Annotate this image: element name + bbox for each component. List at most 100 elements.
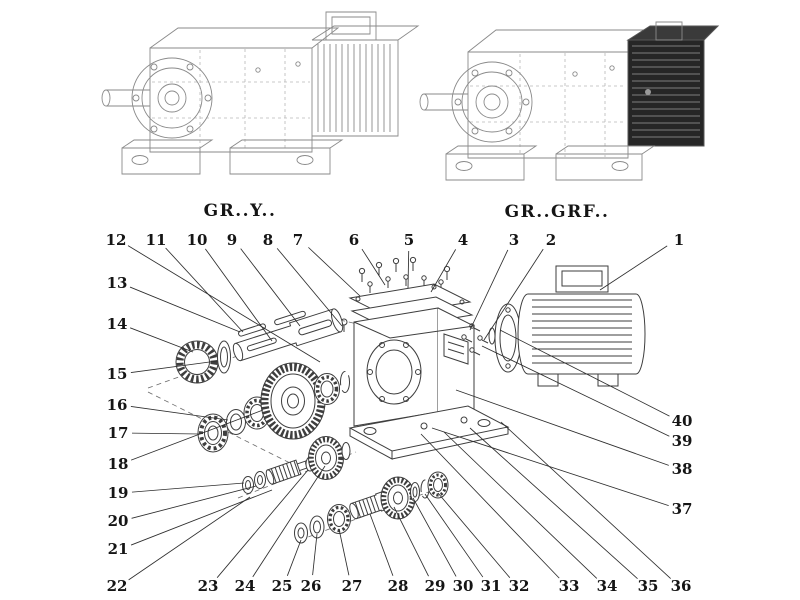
callout-number-17: 17 [108, 424, 129, 442]
callout-number-14: 14 [107, 315, 128, 333]
leader-line-12 [127, 245, 321, 363]
mounting-feet [445, 145, 656, 181]
leader-line-20 [131, 485, 257, 519]
leader-line-24 [252, 465, 326, 578]
callout-number-25: 25 [272, 577, 293, 595]
lower-shaft-assembly [294, 471, 449, 544]
leader-line-2 [483, 248, 544, 341]
shaft-keys [238, 310, 306, 337]
callout-number-6: 6 [349, 231, 359, 249]
callout-number-32: 32 [509, 577, 530, 595]
callout-number-29: 29 [425, 577, 446, 595]
washer [254, 471, 266, 489]
leader-line-17 [131, 432, 201, 435]
callout-number-16: 16 [107, 396, 128, 414]
callout-number-26: 26 [301, 577, 322, 595]
leader-line-38 [455, 389, 669, 466]
leader-line-18 [130, 409, 264, 461]
toothed-lock-ring [175, 340, 219, 384]
callout-number-38: 38 [672, 460, 693, 478]
leader-line-19 [131, 482, 245, 493]
leader-line-6 [361, 248, 386, 286]
callout-number-4: 4 [458, 231, 468, 249]
motor-assembly [461, 265, 646, 387]
callout-number-18: 18 [108, 455, 129, 473]
gear-housing [348, 307, 510, 460]
leader-line-26 [312, 533, 318, 576]
callout-number-23: 23 [198, 577, 219, 595]
callout-number-3: 3 [509, 231, 519, 249]
housing-front-face [353, 307, 439, 427]
retaining-ring [341, 442, 351, 460]
callout-number-7: 7 [293, 231, 303, 249]
snap-ring [340, 371, 350, 393]
callout-number-24: 24 [235, 577, 256, 595]
leader-line-11 [165, 247, 244, 333]
output-shaft [419, 93, 468, 111]
leader-line-23 [216, 469, 309, 578]
leader-line-28 [369, 513, 394, 576]
output-hub [131, 57, 213, 139]
terminal-box [325, 11, 377, 41]
callout-number-10: 10 [187, 231, 208, 249]
variant-label-gr-grf: GR..GRF.. [505, 202, 610, 222]
washer [294, 522, 308, 544]
leader-line-27 [338, 528, 350, 576]
callout-number-5: 5 [404, 231, 414, 249]
variant-label-gr-y: GR..Y.. [204, 201, 277, 221]
callout-number-12: 12 [106, 231, 127, 249]
callout-number-8: 8 [263, 231, 273, 249]
output-shaft [101, 89, 150, 107]
leader-line-13 [129, 286, 241, 333]
callout-number-21: 21 [108, 540, 129, 558]
callout-number-31: 31 [481, 577, 502, 595]
callout-number-28: 28 [388, 577, 409, 595]
motor-finned-block [626, 21, 720, 147]
callout-number-33: 33 [559, 577, 580, 595]
mounting-feet [121, 139, 344, 175]
callout-number-13: 13 [107, 274, 128, 292]
washer [309, 515, 325, 539]
callout-number-37: 37 [672, 500, 693, 518]
leader-line-21 [130, 489, 273, 546]
callout-number-40: 40 [672, 412, 693, 430]
callout-number-27: 27 [342, 577, 363, 595]
callout-number-22: 22 [107, 577, 128, 595]
callout-number-1: 1 [674, 231, 684, 249]
bearing [427, 471, 449, 499]
leader-line-1 [599, 245, 668, 291]
leader-line-3 [469, 249, 509, 331]
leader-line-31 [424, 493, 484, 578]
leader-line-34 [443, 431, 598, 579]
lower-gear [380, 476, 416, 520]
leader-line-33 [420, 433, 560, 579]
leader-line-39 [481, 345, 670, 437]
callout-number-30: 30 [453, 577, 474, 595]
callout-number-11: 11 [146, 231, 167, 249]
drain-plug [420, 422, 428, 430]
leader-line-32 [437, 492, 511, 578]
leader-line-15 [130, 360, 218, 374]
gearbox-body [149, 47, 313, 153]
leader-line-16 [130, 406, 229, 421]
spacer-sleeve [226, 409, 246, 435]
leader-line-10 [205, 248, 273, 342]
callout-number-2: 2 [546, 231, 556, 249]
callout-number-35: 35 [638, 577, 659, 595]
exploded-view [147, 256, 646, 544]
leader-line-8 [276, 248, 343, 327]
leader-line-5 [407, 250, 410, 289]
leader-line-25 [286, 539, 302, 576]
callout-number-9: 9 [227, 231, 237, 249]
washer [242, 476, 254, 494]
leader-line-14 [129, 327, 194, 353]
assembled-view-gr-grf [419, 21, 720, 181]
output-gear [260, 362, 326, 440]
connector-box [655, 21, 683, 41]
leader-line-29 [393, 506, 429, 577]
callout-number-15: 15 [107, 365, 128, 383]
leader-line-36 [500, 421, 671, 579]
